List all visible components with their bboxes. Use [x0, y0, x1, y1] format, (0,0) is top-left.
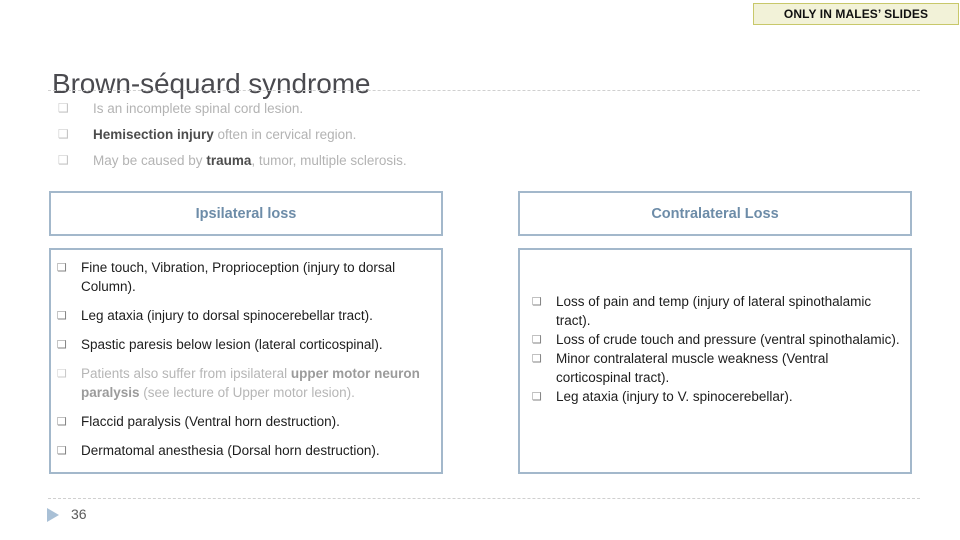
list-item: ❑ Fine touch, Vibration, Proprioception …	[57, 258, 439, 296]
square-bullet-icon: ❑	[58, 153, 69, 167]
square-bullet-icon: ❑	[57, 367, 67, 380]
play-triangle-icon	[47, 508, 59, 522]
contralateral-item-3: Minor contralateral muscle weakness (Ven…	[556, 351, 829, 385]
intro-bullet-list: ❑ Is an incomplete spinal cord lesion. ❑…	[58, 100, 658, 178]
ipsilateral-loss-panel: ❑ Fine touch, Vibration, Proprioception …	[49, 248, 443, 474]
intro-text-3-post: , tumor, multiple sclerosis.	[251, 153, 407, 168]
list-item: ❑ Hemisection injury often in cervical r…	[58, 126, 658, 152]
square-bullet-icon: ❑	[58, 127, 69, 141]
list-item: ❑ Leg ataxia (injury to dorsal spinocere…	[57, 306, 439, 325]
ipsilateral-item-4-bold: upper motor neuron paralysis	[81, 366, 420, 400]
contralateral-item-4: Leg ataxia (injury to V. spinocerebellar…	[556, 389, 793, 404]
square-bullet-icon: ❑	[57, 444, 67, 457]
intro-text-1: Is an incomplete spinal cord lesion.	[93, 101, 304, 116]
list-item: ❑ Patients also suffer from ipsilateral …	[57, 364, 439, 402]
contralateral-item-list: ❑ Loss of pain and temp (injury of later…	[532, 292, 906, 406]
square-bullet-icon: ❑	[532, 390, 542, 403]
list-item: ❑ Spastic paresis below lesion (lateral …	[57, 335, 439, 354]
square-bullet-icon: ❑	[532, 352, 542, 365]
list-item: ❑ Minor contralateral muscle weakness (V…	[532, 349, 906, 387]
square-bullet-icon: ❑	[532, 333, 542, 346]
ipsilateral-item-6: Dermatomal anesthesia (Dorsal horn destr…	[81, 443, 380, 458]
only-in-males-slides-banner: ONLY IN MALES’ SLIDES	[753, 3, 959, 25]
ipsilateral-item-3: Spastic paresis below lesion (lateral co…	[81, 337, 383, 352]
list-item: ❑ Flaccid paralysis (Ventral horn destru…	[57, 412, 439, 431]
intro-text-3-pre: May be caused by	[93, 153, 207, 168]
list-item: ❑ Loss of crude touch and pressure (vent…	[532, 330, 906, 349]
square-bullet-icon: ❑	[57, 261, 67, 274]
list-item: ❑ May be caused by trauma, tumor, multip…	[58, 152, 658, 178]
footer-divider	[48, 498, 920, 499]
contralateral-loss-header: Contralateral Loss	[518, 191, 912, 236]
intro-text-3: May be caused by trauma, tumor, multiple…	[93, 152, 407, 169]
ipsilateral-item-4: Patients also suffer from ipsilateral up…	[81, 364, 439, 402]
square-bullet-icon: ❑	[57, 338, 67, 351]
ipsilateral-item-4-pre: Patients also suffer from ipsilateral	[81, 366, 291, 381]
page-number: 36	[71, 506, 87, 522]
ipsilateral-item-1: Fine touch, Vibration, Proprioception (i…	[81, 260, 396, 294]
page-title: Brown-séquard syndrome	[52, 67, 371, 99]
square-bullet-icon: ❑	[58, 101, 69, 115]
list-item: ❑ Dermatomal anesthesia (Dorsal horn des…	[57, 441, 439, 460]
list-item: ❑ Leg ataxia (injury to V. spinocerebell…	[532, 387, 906, 406]
intro-text-2-rest: often in cervical region.	[213, 127, 357, 142]
contralateral-item-2: Loss of crude touch and pressure (ventra…	[556, 332, 900, 347]
ipsilateral-loss-header: Ipsilateral loss	[49, 191, 443, 236]
ipsilateral-item-2: Leg ataxia (injury to dorsal spinocerebe…	[81, 308, 373, 323]
ipsilateral-item-5: Flaccid paralysis (Ventral horn destruct…	[81, 414, 340, 429]
ipsilateral-item-4-post: (see lecture of Upper motor lesion).	[139, 385, 355, 400]
square-bullet-icon: ❑	[57, 309, 67, 322]
intro-text-3-bold: trauma	[206, 153, 252, 168]
ipsilateral-item-list: ❑ Fine touch, Vibration, Proprioception …	[57, 258, 439, 470]
title-divider	[48, 90, 920, 91]
square-bullet-icon: ❑	[532, 295, 542, 308]
list-item: ❑ Loss of pain and temp (injury of later…	[532, 292, 906, 330]
contralateral-item-1: Loss of pain and temp (injury of lateral…	[556, 294, 872, 328]
intro-text-2-bold: Hemisection injury	[93, 127, 214, 142]
intro-text-2: Hemisection injury often in cervical reg…	[93, 126, 356, 143]
list-item: ❑ Is an incomplete spinal cord lesion.	[58, 100, 658, 126]
contralateral-loss-panel: ❑ Loss of pain and temp (injury of later…	[518, 248, 912, 474]
square-bullet-icon: ❑	[57, 415, 67, 428]
